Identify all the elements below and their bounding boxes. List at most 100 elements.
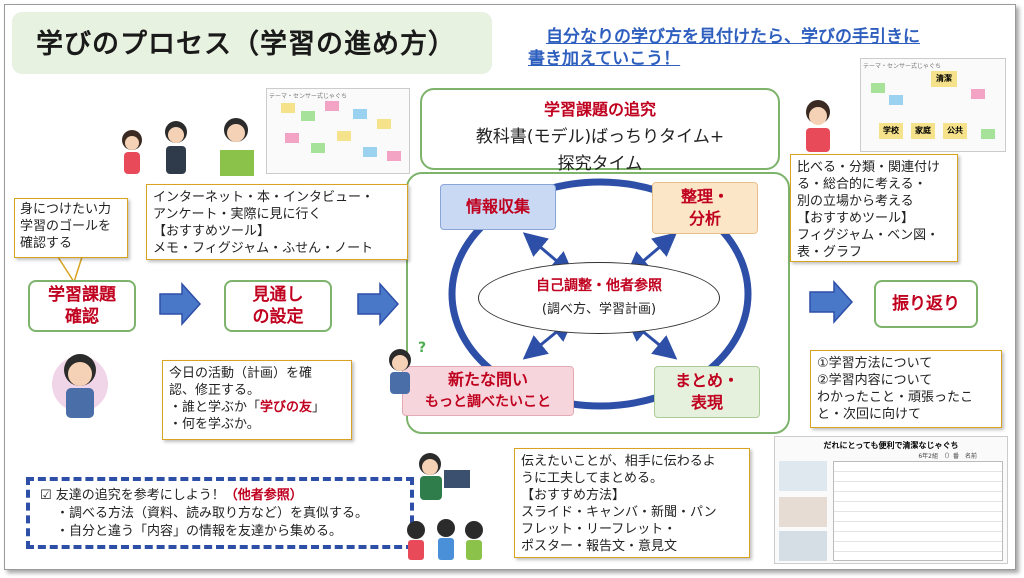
thinking-student-icon: ? — [389, 340, 426, 394]
sticky-note — [301, 111, 315, 121]
chart-thumb-cell: 公共 — [943, 123, 967, 139]
title-banner — [12, 12, 492, 74]
reflection-note-line-2: ②学習内容について — [817, 373, 933, 388]
organize-tag: 整理・ 分析 — [652, 182, 758, 234]
step-arrow-2 — [357, 282, 400, 326]
goal-note-line-2: 学習のゴールを — [20, 219, 112, 234]
sticky-note — [889, 95, 903, 105]
summary-label-1: まとめ・ — [674, 371, 739, 390]
reflection-note-line-3: わかったこと・頑張ったこ — [817, 390, 974, 405]
sticky-note — [363, 147, 377, 157]
sticky-note — [387, 151, 401, 161]
organize-note-line-3: 別の立場から考える — [797, 194, 914, 209]
summary-tag: まとめ・ 表現 — [654, 366, 760, 418]
info-gathering-tag: 情報収集 — [440, 184, 556, 230]
sticky-note — [285, 133, 299, 143]
organize-note-line-6: 表・グラフ — [797, 245, 863, 260]
chart-thumb-cell: 清潔 — [931, 71, 957, 87]
info-gathering-label: 情報収集 — [465, 197, 530, 216]
worksheet-photo — [779, 531, 827, 561]
plan-bullet-1-highlight: 学びの友 — [260, 400, 313, 415]
sticky-note — [981, 129, 995, 139]
inquiry-card-line-1: 教科書(モデル)ばっちりタイム+ — [475, 127, 725, 147]
svg-text:?: ? — [418, 340, 426, 356]
plan-note-bullet-1: ・誰と学ぶか「学びの友」 — [169, 399, 345, 416]
new-question-label-2: もっと調べたいこと — [425, 394, 551, 410]
worksheet-photo — [779, 461, 827, 491]
organize-note: 比べる・分類・関連付け る・総合的に考える・ 別の立場から考える 【おすすめツー… — [790, 154, 958, 262]
worksheet-thumbnail: だれにとっても便利で清潔なじゃぐち 6年2組 （）番 名前 — [774, 436, 1008, 564]
organize-note-line-5: フィグジャム・ベン図・ — [797, 228, 940, 243]
page-title: 学びのプロセス（学習の進め方） — [36, 29, 456, 60]
organize-label-1: 整理・ — [680, 187, 729, 206]
step-arrow-3 — [809, 280, 854, 324]
peer-line-3: ・自分と違う「内容」の情報を友達から集める。 — [56, 524, 343, 539]
plan-note-bullet-2: ・何を学ぶか。 — [169, 417, 260, 432]
sticky-note — [971, 89, 985, 99]
chart-thumb-cell: 家庭 — [911, 123, 935, 139]
new-question-label-1: 新たな問い — [447, 370, 528, 389]
info-note-line-3: 【おすすめツール】 — [153, 224, 271, 239]
self-regulation-oval: 自己調整・他者参照 (調べ方、学習計画) — [478, 262, 720, 334]
cycle-ring — [448, 178, 752, 410]
step-reflection: 振り返り — [874, 280, 978, 328]
summary-note-line-1: 伝えたいことが、相手に伝わるよ — [521, 454, 716, 469]
plan-bullet-1-suffix: 」 — [312, 400, 326, 415]
chart-thumb-header: テーマ・センサー式じゃぐち — [863, 63, 942, 70]
peer-reference-box: ☑ 友達の追究を参考にしよう！（他者参照） ・調べる方法（資料、読み取り方など）… — [26, 477, 414, 549]
summary-note: 伝えたいことが、相手に伝わるよ うに工夫してまとめる。 【おすすめ方法】 スライ… — [514, 448, 750, 558]
step-reflection-label: 振り返り — [892, 294, 960, 314]
step-arrow-1 — [159, 282, 202, 326]
step-confirm-task-line-2: 確認 — [65, 307, 99, 327]
worksheet-meta: 6年2組 （）番 名前 — [918, 453, 977, 460]
peer-line-1-highlight: （他者参照） — [224, 488, 303, 503]
peer-line-1: ☑ 友達の追究を参考にしよう！（他者参照） — [40, 487, 400, 505]
summary-note-line-5: フレット・リーフレット・ — [521, 522, 677, 537]
worksheet-title: だれにとっても便利で清潔なじゃぐち — [823, 441, 959, 450]
summary-note-line-3: 【おすすめ方法】 — [521, 488, 626, 503]
organize-note-line-2: る・総合的に考える・ — [797, 177, 927, 192]
subtitle: 自分なりの学び方を見付けたら、学びの手引きに 書き加えていこう！ — [528, 26, 1008, 70]
sticky-note — [281, 103, 295, 113]
plan-note-line-1: 今日の活動（計画）を確 — [169, 366, 313, 381]
organize-label-2: 分析 — [688, 209, 721, 228]
step-confirm-task: 学習課題 確認 — [28, 280, 136, 332]
self-regulation-title: 自己調整・他者参照 — [536, 278, 662, 294]
reflection-note-line-1: ①学習方法について — [817, 356, 933, 371]
step-confirm-task-line-1: 学習課題 — [48, 285, 116, 305]
cycle-frame — [406, 172, 790, 434]
sticky-note — [311, 143, 325, 153]
summary-note-line-6: ポスター・報告文・意見文 — [521, 539, 678, 554]
step-outlook-line-1: 見通し — [252, 285, 304, 305]
organize-note-line-4: 【おすすめツール】 — [797, 211, 915, 226]
plan-bullet-1-prefix: ・誰と学ぶか「 — [169, 400, 261, 415]
info-note-line-2: アンケート・実際に見に行く — [153, 207, 322, 222]
plan-note-line-2: 認、修正する。 — [169, 383, 261, 398]
goal-note-line-3: 確認する — [20, 236, 73, 251]
reflection-note: ①学習方法について ②学習内容について わかったこと・頑張ったこ と・次回に向け… — [810, 350, 1002, 428]
peer-line-2: ・調べる方法（資料、読み取り方など）を真似する。 — [56, 506, 369, 521]
presenter-icon — [806, 100, 830, 152]
tablet-student-icon — [419, 453, 470, 500]
goal-note: 身につけたい力 学習のゴールを 確認する — [14, 198, 128, 258]
goal-note-line-1: 身につけたい力 — [20, 202, 112, 217]
board-thumb-header: テーマ・センサー式じゃぐち — [269, 93, 348, 100]
worksheet-photo — [779, 497, 827, 527]
chart-thumb-cell: 学校 — [879, 123, 903, 139]
summary-note-line-4: スライド・キャンバ・新聞・パン — [521, 505, 717, 520]
step-outlook: 見通し の設定 — [224, 280, 332, 332]
info-gathering-note: インターネット・本・インタビュー・ アンケート・実際に見に行く 【おすすめツール… — [146, 184, 408, 260]
sticky-note — [325, 101, 339, 111]
chart-board-thumbnail: テーマ・センサー式じゃぐち 清潔 学校 家庭 公共 — [860, 58, 1006, 152]
inquiry-card-title: 学習課題の追究 — [543, 100, 656, 119]
plan-note: 今日の活動（計画）を確 認、修正する。 ・誰と学ぶか「学びの友」 ・何を学ぶか。 — [162, 360, 352, 440]
organize-note-line-1: 比べる・分類・関連付け — [797, 160, 941, 175]
peer-line-1-prefix: ☑ 友達の追究を参考にしよう！ — [40, 488, 225, 503]
step-outlook-line-2: の設定 — [252, 307, 304, 327]
summary-label-2: 表現 — [690, 393, 723, 412]
info-note-line-1: インターネット・本・インタビュー・ — [153, 190, 375, 205]
new-question-tag: 新たな問い もっと調べたいこと — [402, 366, 574, 416]
sticky-note — [337, 131, 351, 141]
